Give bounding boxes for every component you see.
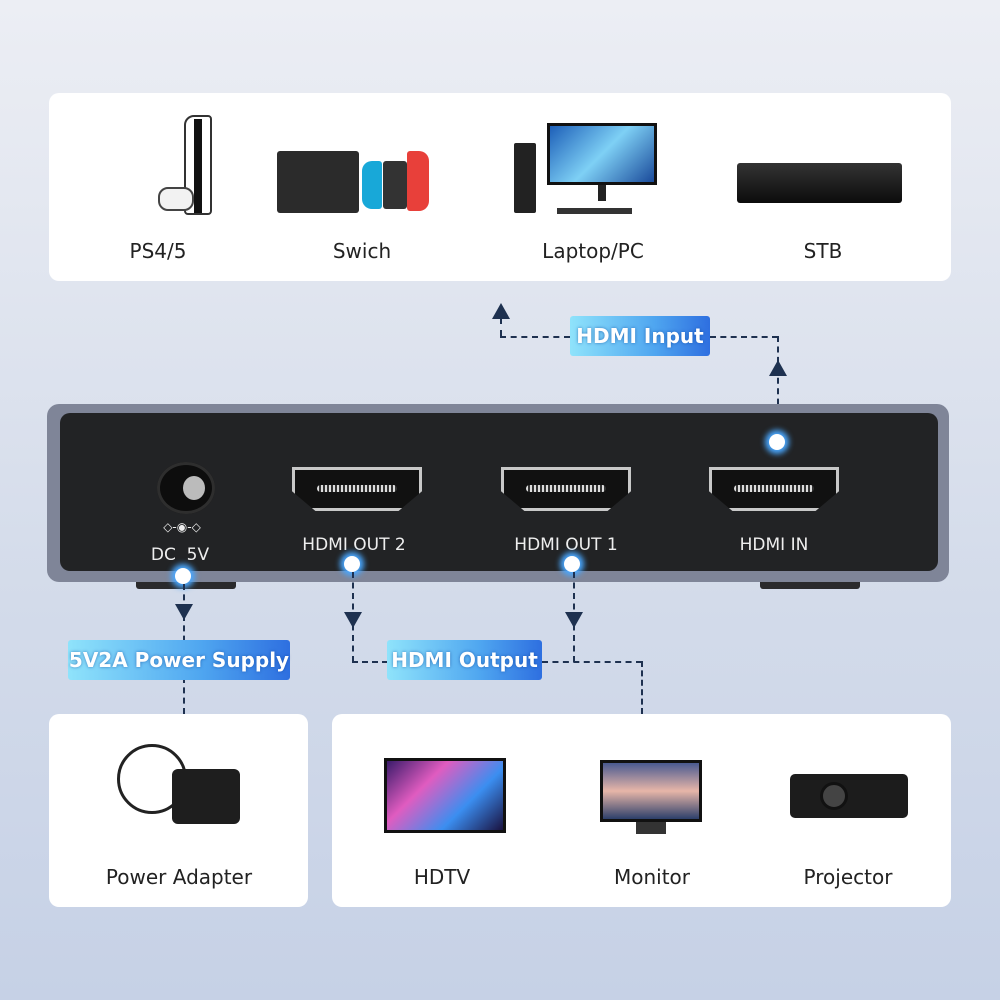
arrow-up-icon [769,360,787,376]
monitor-icon [600,760,702,836]
power-adapter-label: Power Adapter [105,865,253,889]
display-label-projector: Projector [803,865,893,889]
projector-icon [790,774,908,818]
display-label-hdtv: HDTV [413,865,471,889]
display-label-monitor: Monitor [613,865,691,889]
set-top-box-icon [737,163,902,203]
device-foot [760,582,860,589]
connector-line [352,661,388,663]
hdmi-out-2-port[interactable] [292,467,422,511]
connector-line [710,336,778,338]
connector-line [500,318,502,336]
source-label-switch: Swich [332,239,392,263]
connector-line [542,661,642,663]
hdmi-out-1-port[interactable] [501,467,631,511]
indicator-dot [769,434,785,450]
tv-icon [384,758,506,833]
power-supply-tag: 5V2A Power Supply [68,640,290,680]
hdmi-out-2-label: HDMI OUT 2 [302,535,406,555]
indicator-dot [564,556,580,572]
indicator-dot [175,568,191,584]
source-devices-card: PS4/5 Swich Laptop/PC STB [49,93,951,281]
hdmi-output-tag: HDMI Output [387,640,542,680]
game-console-icon [158,115,216,220]
device-foot [136,582,236,589]
hdmi-in-label: HDMI IN [739,535,809,555]
dc-label: DC 5V [150,545,210,565]
dc-jack[interactable] [157,462,215,514]
arrow-up-icon [492,303,510,319]
power-card: Power Adapter [49,714,308,907]
hdmi-out-1-label: HDMI OUT 1 [514,535,618,555]
connector-line [641,661,643,714]
polarity-icon: ◇-◉-◇ [163,520,201,534]
source-label-pc: Laptop/PC [542,239,644,263]
source-label-ps: PS4/5 [129,239,187,263]
source-label-stb: STB [803,239,843,263]
arrow-down-icon [344,612,362,628]
handheld-console-icon [277,151,432,216]
indicator-dot [344,556,360,572]
connector-line [777,336,779,436]
connector-line [500,336,570,338]
desktop-pc-icon [514,123,659,218]
arrow-down-icon [175,604,193,620]
hdmi-in-port[interactable] [709,467,839,511]
power-adapter-icon [117,744,247,834]
arrow-down-icon [565,612,583,628]
display-devices-card: HDTV Monitor Projector [332,714,951,907]
hdmi-input-tag: HDMI Input [570,316,710,356]
